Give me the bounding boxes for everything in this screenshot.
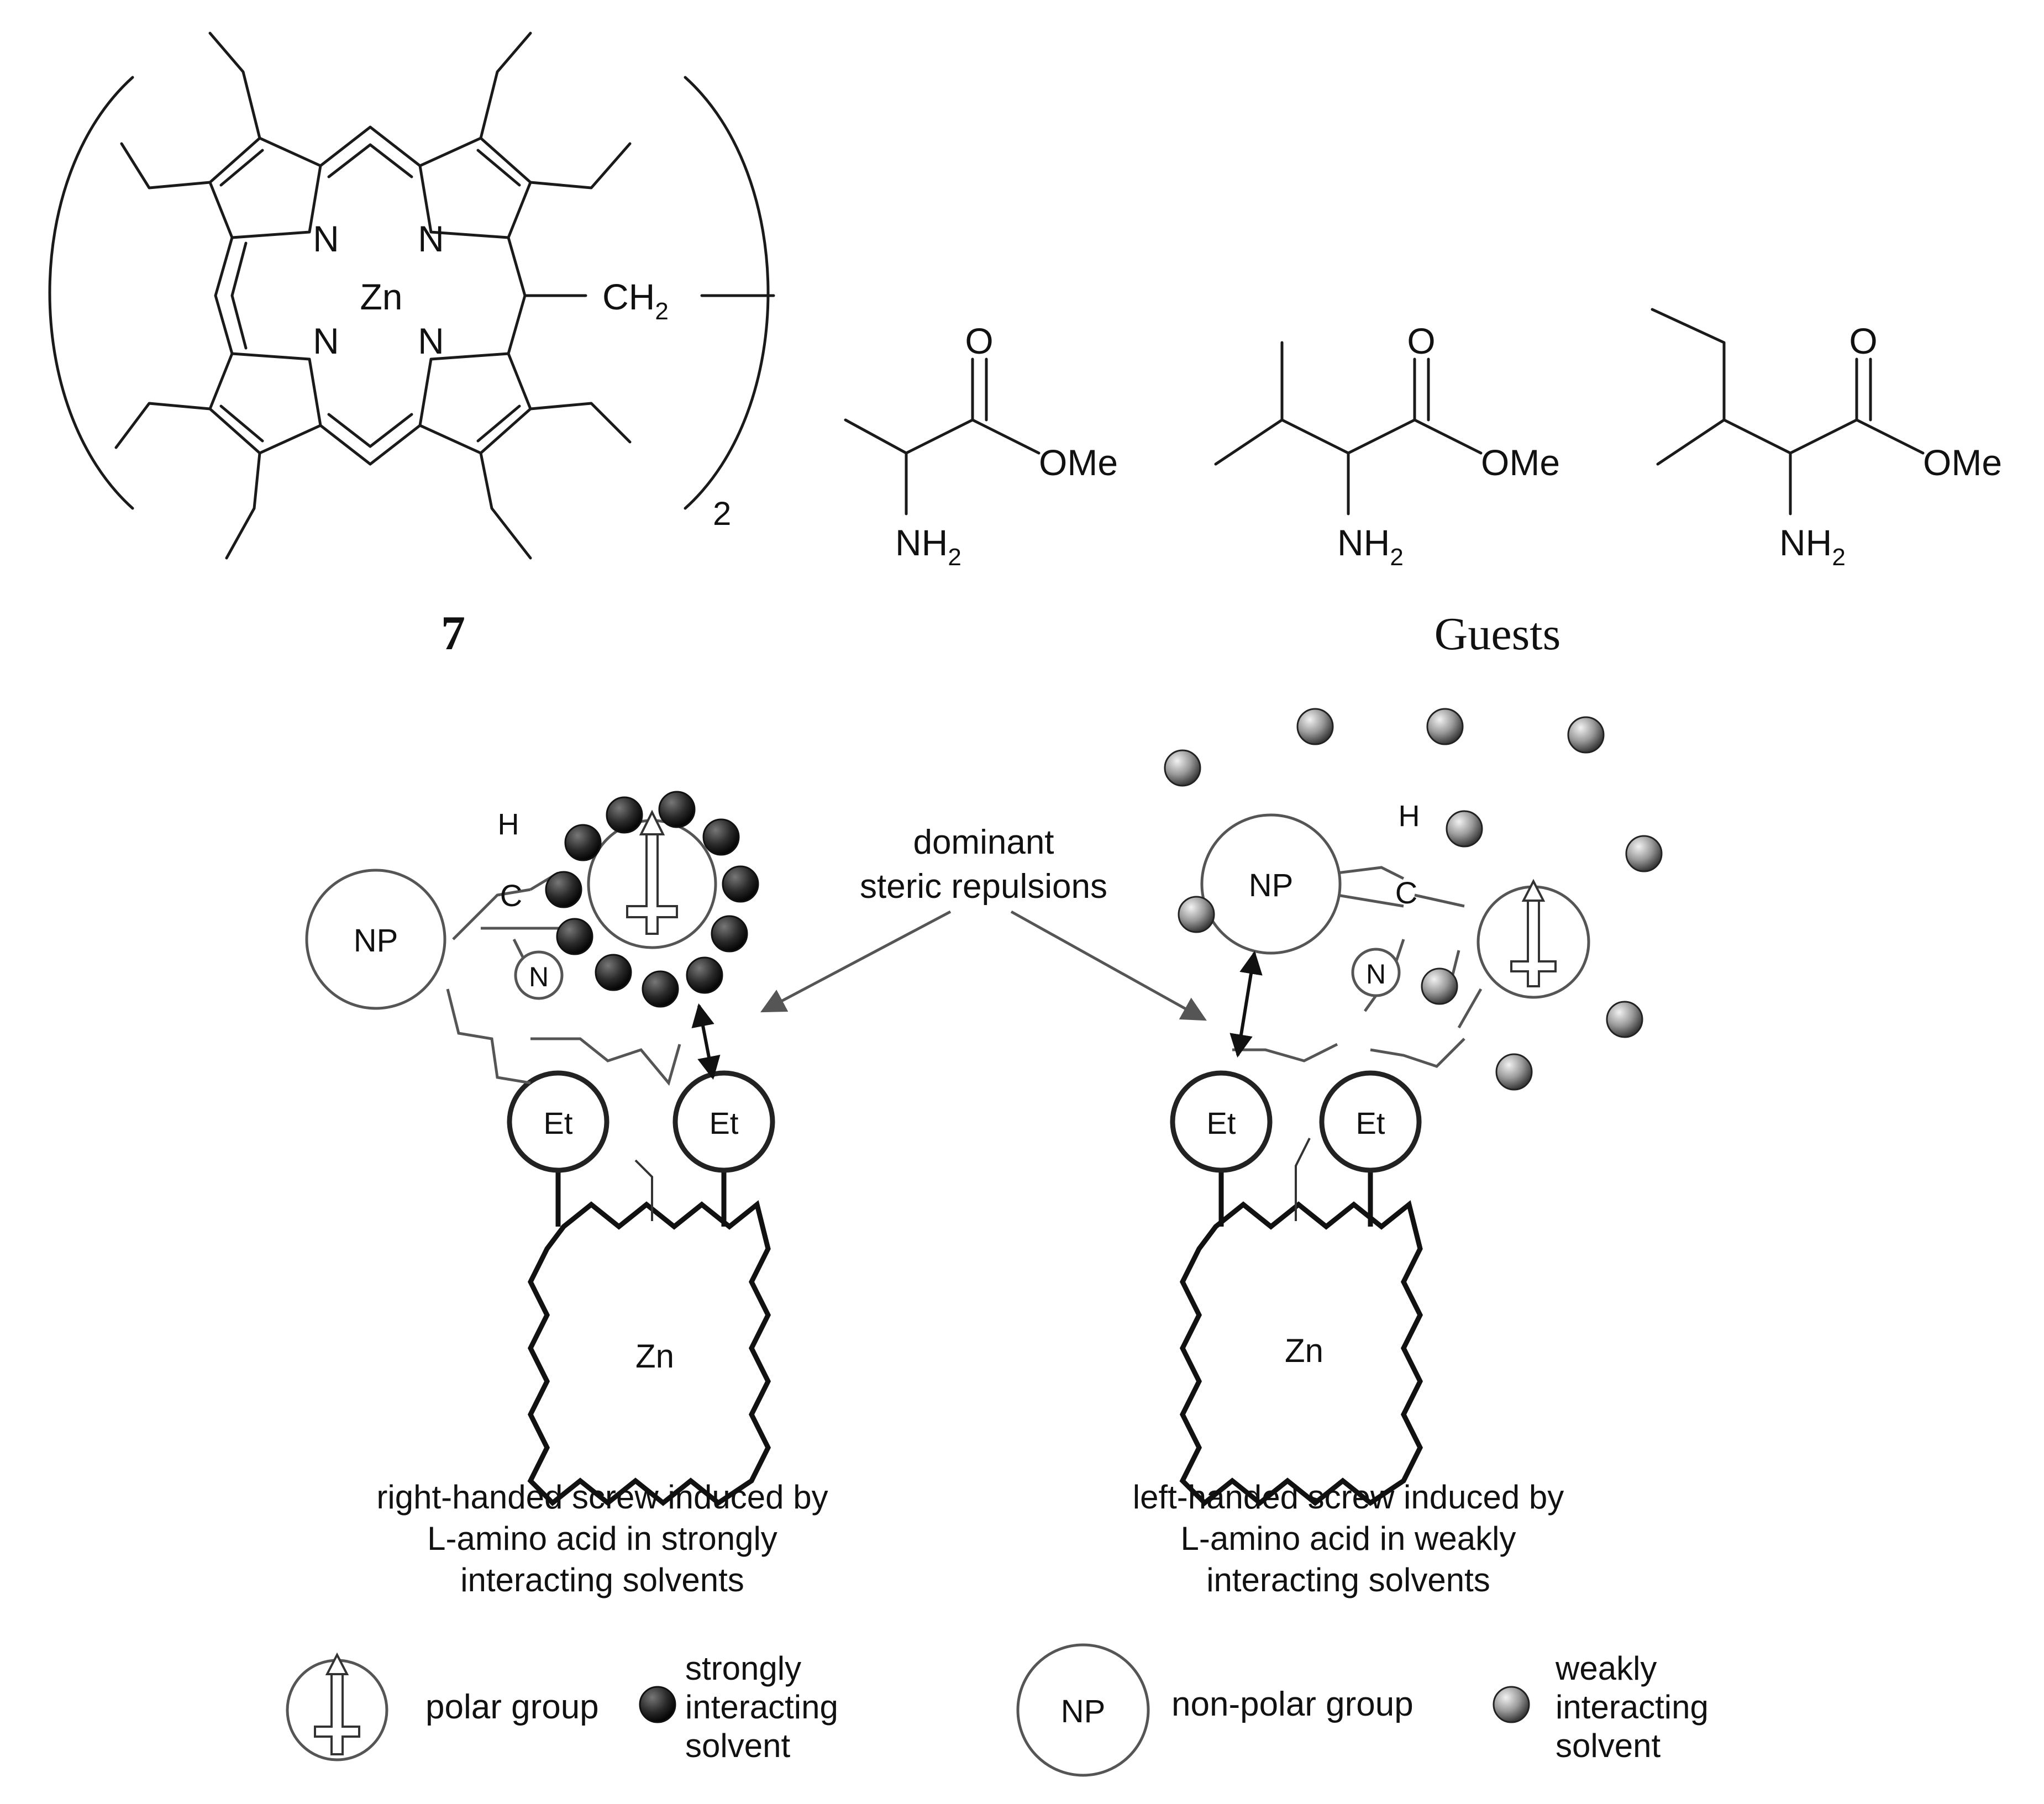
left-porphyrin-macrocycle xyxy=(527,1200,771,1507)
ch2-linker-label: CH2 xyxy=(602,276,669,325)
zinc-label: Zn xyxy=(360,276,402,317)
right-zn-label: Zn xyxy=(1285,1332,1323,1369)
legend-strong-solvent-ball xyxy=(639,1686,676,1723)
nitrogen-bottom-right: N xyxy=(418,320,444,361)
nitrogen-top-right: N xyxy=(418,218,444,259)
annotation-line-1: dominant xyxy=(913,823,1054,861)
guest1-ester-label: OMe xyxy=(1039,442,1118,483)
guest1-amine-label: NH2 xyxy=(895,522,961,571)
right-n-circle xyxy=(1351,948,1401,997)
pyrrole-top-right xyxy=(418,31,632,239)
legend-polar-group-label: polar group xyxy=(425,1688,599,1726)
right-caption-line-2: L-amino acid in weakly xyxy=(1181,1520,1516,1557)
right-n-label: N xyxy=(1366,959,1386,990)
left-caption-line-1: right-handed screw induced by xyxy=(376,1479,828,1516)
annotation-arrow-right xyxy=(1010,910,1207,1021)
compound-number: 7 xyxy=(441,607,465,660)
left-et-circle-1 xyxy=(507,1070,609,1173)
left-parenthesis xyxy=(48,76,134,510)
legend-weak-solvent-line-2: interacting xyxy=(1556,1689,1709,1726)
legend: polar group strongly interacting solvent… xyxy=(286,1643,1709,1777)
left-np-label: NP xyxy=(354,923,398,959)
guest-isoleucine-methyl-ester: O OMe NH2 xyxy=(1651,308,2002,571)
right-polar-group-symbol xyxy=(1510,900,1557,987)
legend-polar-group-symbol xyxy=(314,1673,360,1755)
left-repulsion-arrow xyxy=(691,1003,721,1080)
guest2-carbonyl-oxygen: O xyxy=(1407,320,1435,361)
strong-solvent-shell xyxy=(545,791,759,1008)
annotation-arrow-left xyxy=(760,910,952,1013)
meso-bridge-left xyxy=(214,236,234,355)
pyrrole-top-left xyxy=(120,31,322,239)
left-et-circle-2 xyxy=(672,1070,775,1173)
guest1-carbonyl-oxygen: O xyxy=(965,320,993,361)
right-panel-left-handed-screw: Zn Et Et NP H C N xyxy=(1133,708,1663,1598)
guest2-amine-label: NH2 xyxy=(1337,522,1404,571)
legend-weak-solvent-ball xyxy=(1493,1686,1530,1723)
legend-np-label: NP xyxy=(1061,1693,1106,1729)
guest-valine-methyl-ester: O OMe NH2 xyxy=(1214,320,1560,571)
weak-solvent-molecules xyxy=(1164,708,1663,1091)
left-n-circle xyxy=(514,950,564,1000)
nitrogen-bottom-left: N xyxy=(313,320,339,361)
left-et-label-2: Et xyxy=(710,1106,739,1140)
right-np-label: NP xyxy=(1249,867,1294,903)
legend-weak-solvent-line-3: solvent xyxy=(1556,1727,1661,1764)
guest3-amine-label: NH2 xyxy=(1779,522,1846,571)
left-polar-group-symbol xyxy=(626,833,678,935)
guest2-ester-label: OMe xyxy=(1481,442,1560,483)
left-polar-group-circle xyxy=(587,819,717,949)
nitrogen-top-left: N xyxy=(313,218,339,259)
meso-bridge-bottom xyxy=(319,424,422,466)
legend-non-polar-group-label: non-polar group xyxy=(1171,1685,1414,1723)
right-caption-line-1: left-handed screw induced by xyxy=(1133,1479,1564,1516)
porphyrin-compound-7: N N N N Zn CH2 2 7 xyxy=(48,31,775,660)
left-n-label: N xyxy=(529,961,549,992)
right-parenthesis xyxy=(684,76,770,510)
right-caption-line-3: interacting solvents xyxy=(1206,1561,1490,1598)
left-panel-right-handed-screw: Zn Et Et NP H C N xyxy=(305,791,828,1598)
right-et-label-2: Et xyxy=(1356,1106,1385,1140)
legend-strong-solvent-line-2: interacting xyxy=(685,1689,838,1726)
meso-bridge-right xyxy=(507,236,527,355)
right-c-label: C xyxy=(1395,875,1417,910)
left-caption-line-2: L-amino acid in strongly xyxy=(427,1520,777,1557)
annotation-line-2: steric repulsions xyxy=(860,867,1107,906)
right-np-circle xyxy=(1200,813,1342,955)
right-polar-group-circle xyxy=(1476,885,1590,999)
legend-np-circle xyxy=(1016,1643,1150,1777)
meso-bridge-top xyxy=(319,125,422,167)
guests-caption: Guests xyxy=(1435,608,1561,660)
right-porphyrin-macrocycle xyxy=(1179,1200,1423,1507)
left-np-circle xyxy=(305,869,446,1010)
right-repulsion-arrow xyxy=(1229,950,1263,1058)
legend-weak-solvent-line-1: weakly xyxy=(1555,1650,1657,1687)
left-h-label: H xyxy=(498,808,519,841)
right-et-label-1: Et xyxy=(1207,1106,1236,1140)
legend-strong-solvent-line-3: solvent xyxy=(685,1727,790,1764)
right-et-circle-2 xyxy=(1319,1070,1422,1173)
left-c-label: C xyxy=(500,878,522,913)
dimer-multiplier: 2 xyxy=(713,495,731,532)
left-caption-line-3: interacting solvents xyxy=(460,1561,744,1598)
left-et-label-1: Et xyxy=(544,1106,573,1140)
left-zn-label: Zn xyxy=(635,1338,674,1375)
right-h-label: H xyxy=(1399,800,1420,833)
guest-alanine-methyl-ester: O OMe NH2 xyxy=(844,320,1118,571)
pyrrole-bottom-right xyxy=(418,352,632,560)
pyrrole-bottom-left xyxy=(114,352,322,560)
guest3-ester-label: OMe xyxy=(1923,442,2002,483)
legend-strong-solvent-line-1: strongly xyxy=(685,1650,801,1687)
right-et-circle-1 xyxy=(1170,1070,1273,1173)
guest3-carbonyl-oxygen: O xyxy=(1849,320,1877,361)
